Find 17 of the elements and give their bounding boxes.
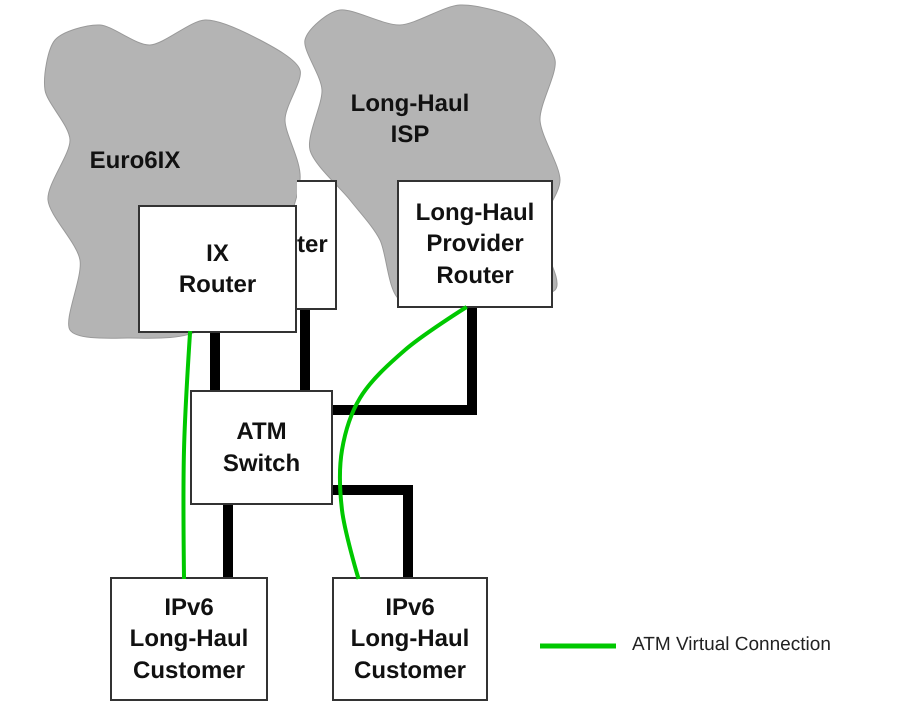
router-box [397,180,553,308]
customer-box [332,577,488,701]
customer-box [110,577,268,701]
switch-box [190,390,333,505]
router-box [297,180,337,310]
box-label: ter [297,230,328,260]
cloud-label: Euro6IX [88,146,182,176]
box-label: Long-Haul Provider Router [414,198,536,291]
router-box [138,205,297,333]
box-label: IPv6 Long-Haul Customer [128,593,250,686]
legend-label: ATM Virtual Connection [632,634,831,656]
cloud-label: Long-Haul ISP [350,89,470,150]
box-label: IPv6 Long-Haul Customer [350,593,470,686]
virtual-connection-line [182,331,192,579]
virtual-connection-line [338,306,467,579]
box-label: IX Router [178,238,258,300]
box-label: ATM Switch [222,417,302,478]
